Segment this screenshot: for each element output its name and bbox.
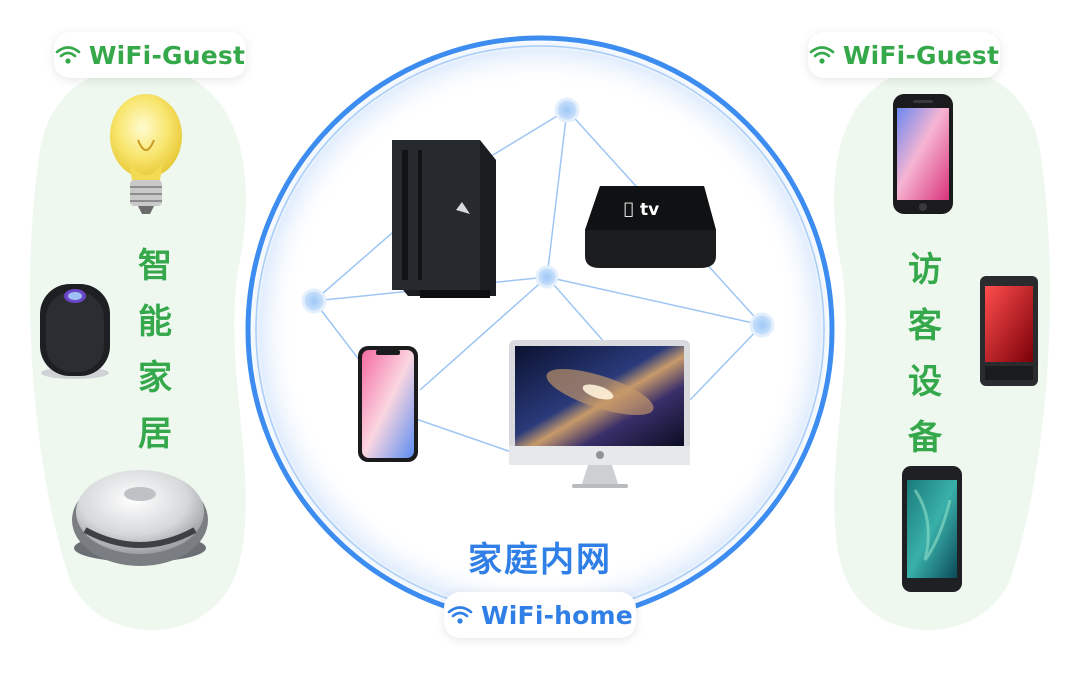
- home-wifi-badge: WiFi-home: [444, 592, 636, 638]
- guest-devices-char: 客: [908, 306, 942, 346]
- tv-box-device:  tv: [585, 186, 716, 268]
- wifi-icon: [55, 46, 81, 64]
- smart-home-char: 家: [138, 358, 172, 398]
- tv-box-label: tv: [640, 200, 659, 220]
- smart-home-char: 居: [138, 414, 172, 454]
- imac-device: [509, 340, 690, 488]
- home-network-title: 家庭内网: [468, 540, 612, 580]
- guest-devices-char: 设: [908, 362, 942, 402]
- guest-devices-char: 备: [908, 418, 942, 458]
- home-wifi-label: WiFi-home: [481, 600, 633, 630]
- pixel-phone-device: [902, 466, 962, 592]
- game-console-device: [392, 140, 496, 298]
- iphone-8-device: [893, 94, 953, 214]
- left-wifi-label: WiFi-Guest: [88, 40, 246, 70]
- right-wifi-guest-badge: WiFi-Guest: [808, 32, 1000, 78]
- right-panel: [834, 66, 1050, 631]
- guest-devices-char: 访: [908, 250, 942, 290]
- smart-speaker-device: [40, 284, 110, 379]
- iphone-x-device: [358, 346, 418, 462]
- guest-devices-label: 访 客 设 备: [908, 242, 942, 466]
- smart-home-label: 智 能 家 居: [138, 238, 172, 462]
- left-wifi-guest-badge: WiFi-Guest: [54, 32, 246, 78]
- robot-vacuum-device: [72, 470, 208, 566]
- red-android-phone-device: [980, 276, 1038, 386]
- svg-text:: : [624, 199, 634, 218]
- light-bulb-device: [110, 94, 182, 214]
- wifi-icon: [447, 606, 473, 624]
- smart-home-char: 智: [138, 246, 172, 286]
- smart-home-char: 能: [138, 302, 172, 342]
- right-wifi-label: WiFi-Guest: [842, 40, 1000, 70]
- wifi-icon: [809, 46, 835, 64]
- network-nodes: [301, 97, 775, 338]
